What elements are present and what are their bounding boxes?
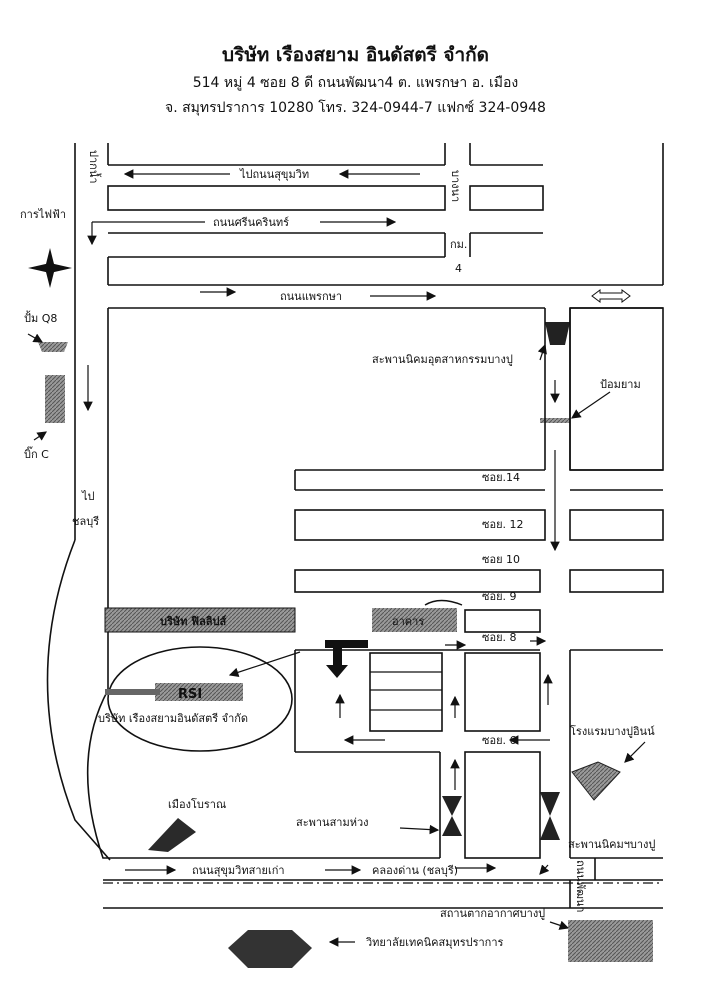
q8-label: ปั้ม Q8 [24,310,57,325]
soi-14-label: ซอย.14 [482,471,520,484]
college-building [228,930,312,968]
srinakarin-label: ถนนศรีนครินทร์ [213,216,289,229]
km-label: กม. [450,238,467,251]
soi-6-label: ซอย. 6 [482,734,517,747]
old-sukhumvit-label: ถนนสุขุมวิทสายเก่า [192,864,285,877]
address-line-1: 514 หมู่ 4 ซอย 8 ดี ถนนพัฒนา4 ต. แพรกษา … [192,75,519,91]
praeksa-label: ถนนแพรกษา [280,290,342,303]
compass-icon [28,248,72,288]
bigc-label: บิ๊ก C [24,446,49,461]
double-arrow-icon [591,289,631,303]
bridge-three-label: สะพานสามห่วง [296,816,369,829]
address-line-2: จ. สมุทรปราการ 10280 โทร. 324-0944-7 แฟก… [165,100,546,116]
direction-down-icon [325,640,368,678]
bridge-nikom-label: สะพานนิคมฯบางปู [568,838,655,851]
philips-building [104,607,296,633]
nikom-bridge [540,792,560,840]
soi-9-label: ซอย. 9 [482,590,517,603]
bangna-label: บางนา [449,170,462,202]
q8-building [38,342,68,352]
hotel-building [571,761,621,801]
canal-label: คลองด่าน (ชลบุรี) [372,864,458,877]
weather-label: สถานตากอากาศบางปู [440,907,545,920]
to-chonburi-2: ชลบุรี [72,515,99,528]
college-label: วิทยาลัยเทคนิคสมุทรปราการ [365,936,503,949]
bridge-bangpoo-ind-label: สะพานนิคมอุตสาหกรรมบางปู [372,353,513,366]
top-road-grid [74,143,664,540]
to-sukhumvit-label: ไปถนนสุขุมวิท [239,168,309,181]
soi-8-label: ซอย. 8 [482,631,517,644]
soi-9-building [372,608,457,632]
power-label: การไฟฟ้า [20,208,66,221]
hotel-label: โรงแรมบางปูอินน์ [570,724,655,738]
soi-10-label: ซอย 10 [482,553,520,566]
vertical-side-label: ถนนพัฒนา [574,860,587,913]
philips-label: บริษัท ฟิลลิปส์ [160,615,226,628]
ruangsiam-label: บริษัท เรืองสยามอินดัสตรี จำกัด [98,712,248,725]
soi-9-building-label: อาคาร [392,615,424,628]
bigc-building [45,375,65,423]
km4-label: 4 [455,262,462,275]
three-ring-bridge [442,796,462,836]
paknam-label: ปากน้ำ [87,150,102,184]
ruangsiam-highlight [107,646,293,752]
weather-station [568,920,653,962]
to-chonburi-1: ไป [81,490,95,503]
rsi-logo: RSI [178,687,202,702]
company-title: บริษัท เรืองสยาม อินดัสตรี จำกัด [222,44,489,66]
ruangsiam-building [155,683,243,701]
industrial-bridge [540,322,570,423]
soi-12-label: ซอย. 12 [482,518,524,531]
muang-boran-building [148,818,196,852]
muang-boran-label: เมืองโบราณ [168,797,226,811]
police-label: ป้อมยาม [600,378,641,391]
